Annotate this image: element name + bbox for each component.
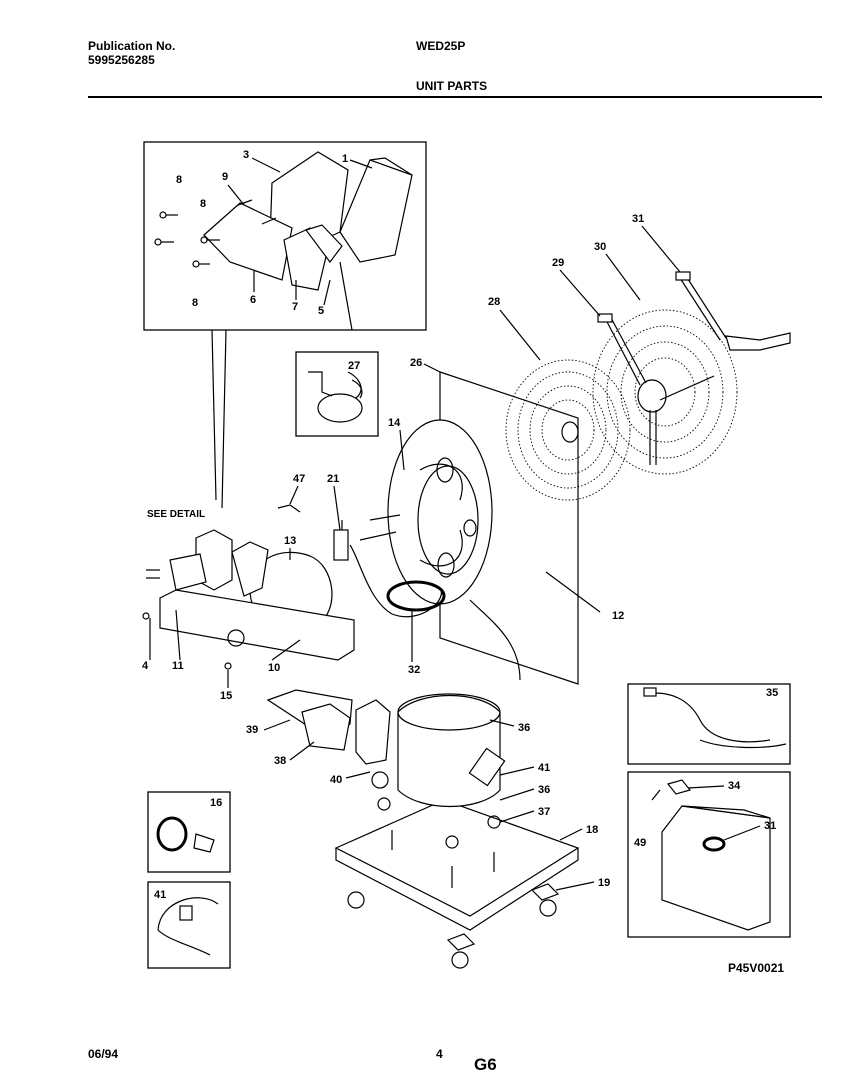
callout-10: 10 (268, 662, 280, 674)
see-detail-label: SEE DETAIL (147, 509, 206, 520)
callout-6: 6 (250, 294, 256, 306)
figure-code: P45V0021 (728, 961, 785, 975)
callout-39: 39 (246, 724, 258, 736)
callout-33: 35 (766, 687, 778, 699)
callout-23: 26 (410, 357, 422, 369)
callout-25: 27 (348, 360, 360, 372)
fan-motor (142, 529, 355, 670)
box-25 (295, 351, 379, 437)
footer-sheet: G6 (474, 1055, 497, 1074)
compressor-assembly (266, 689, 580, 969)
callout-26: 28 (488, 296, 500, 308)
callout-13: 13 (284, 535, 296, 547)
callout-8b: 8 (200, 198, 206, 210)
callout-36: 36 (538, 784, 550, 796)
detail-box (143, 141, 427, 331)
model-number: WED25P (416, 39, 466, 53)
callout-35: 37 (538, 806, 550, 818)
callout-32: 34 (728, 780, 741, 792)
box-31 (627, 771, 791, 938)
box-41 (147, 881, 231, 969)
callout-16: 16 (210, 797, 222, 809)
callout-14: 15 (220, 690, 232, 702)
evaporator-coil (592, 271, 791, 475)
callout-29: 31 (632, 213, 644, 225)
callout-34: 36 (518, 722, 530, 734)
callout-leaders (149, 225, 761, 891)
callout-19: 19 (598, 877, 610, 889)
wire-harness (277, 504, 521, 681)
callout-18: 18 (586, 824, 598, 836)
footer-page: 4 (436, 1047, 443, 1061)
callout-8a: 8 (176, 174, 182, 186)
callout-21: 21 (327, 473, 339, 485)
callout-3: 3 (243, 149, 249, 161)
callout-12: 12 (612, 610, 624, 622)
section-title: UNIT PARTS (416, 79, 488, 93)
callout-38: 38 (274, 755, 286, 767)
callout-27: 29 (552, 257, 564, 269)
callout-28: 30 (594, 241, 606, 253)
callout-30: 32 (408, 664, 420, 676)
callout-7: 7 (292, 301, 298, 313)
callout-8c: 8 (192, 297, 198, 309)
callout-40: 40 (330, 774, 342, 786)
callout-11: 11 (172, 660, 184, 672)
callout-31: 31 (764, 820, 776, 832)
callout-9: 9 (222, 171, 228, 183)
header-rule (88, 96, 822, 98)
publication-label: Publication No. (88, 39, 176, 53)
callout-41: 41 (154, 889, 166, 901)
callout-5: 5 (318, 305, 324, 317)
footer-date: 06/94 (88, 1047, 119, 1061)
callout-1: 1 (342, 153, 348, 165)
box-16 (147, 791, 231, 873)
fan-shroud (387, 371, 579, 685)
callout-47: 47 (293, 473, 305, 485)
callout-49: 49 (634, 837, 646, 849)
publication-number: 5995256285 (88, 53, 155, 67)
callout-4: 4 (142, 660, 149, 672)
callout-37: 41 (538, 762, 550, 774)
callout-labels: 1 3 8 9 8 8 6 7 5 31 29 30 28 27 26 14 4… (142, 149, 778, 901)
box-33 (627, 683, 791, 765)
callout-15: 14 (388, 417, 401, 429)
